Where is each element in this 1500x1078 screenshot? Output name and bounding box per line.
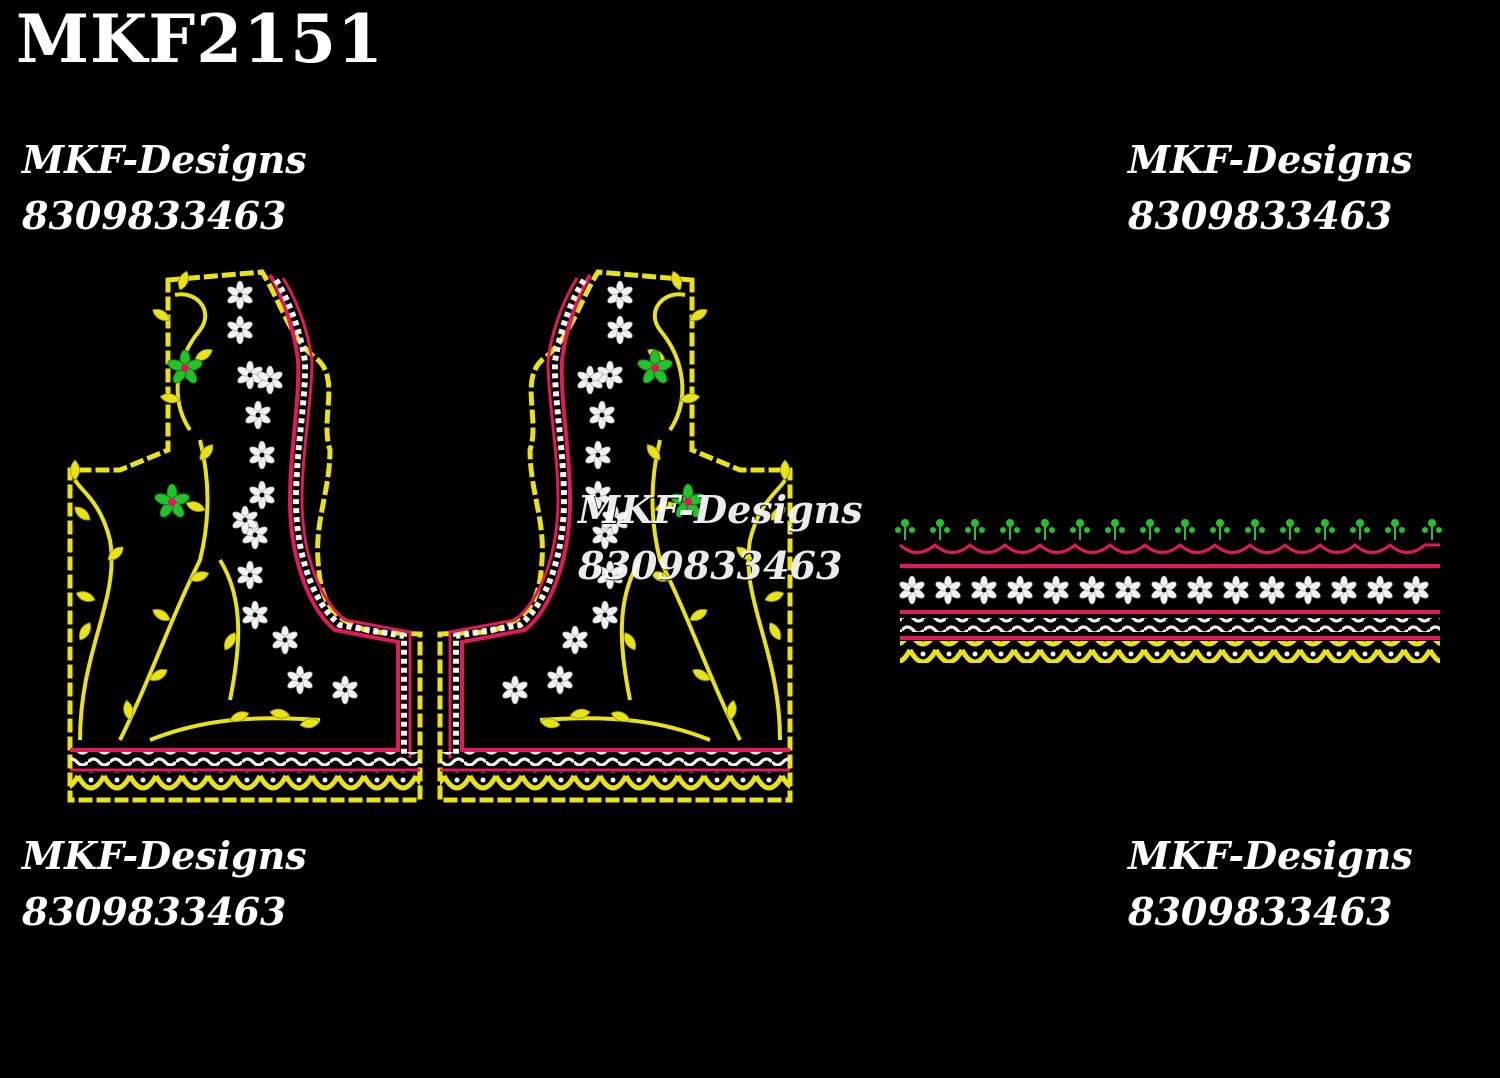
watermark-phone: 8309833463 (578, 543, 843, 588)
sleeve-border (894, 518, 1443, 663)
watermark-phone: 8309833463 (22, 193, 287, 238)
watermark-bottom-left: MKF-Designs 8309833463 (22, 828, 307, 940)
watermark-brand: MKF-Designs (1128, 833, 1413, 878)
watermark-phone: 8309833463 (22, 889, 287, 934)
right-panel (437, 269, 793, 803)
design-code: MKF2151 (16, 0, 384, 78)
left-panel (67, 269, 423, 803)
watermark-center: MKF-Designs 8309833463 (578, 482, 863, 594)
watermark-top-left: MKF-Designs 8309833463 (22, 132, 307, 244)
watermark-brand: MKF-Designs (22, 137, 307, 182)
watermark-brand: MKF-Designs (578, 487, 863, 532)
watermark-bottom-right: MKF-Designs 8309833463 (1128, 828, 1413, 940)
watermark-top-right: MKF-Designs 8309833463 (1128, 132, 1413, 244)
watermark-brand: MKF-Designs (22, 833, 307, 878)
watermark-brand: MKF-Designs (1128, 137, 1413, 182)
watermark-phone: 8309833463 (1128, 889, 1393, 934)
watermark-phone: 8309833463 (1128, 193, 1393, 238)
